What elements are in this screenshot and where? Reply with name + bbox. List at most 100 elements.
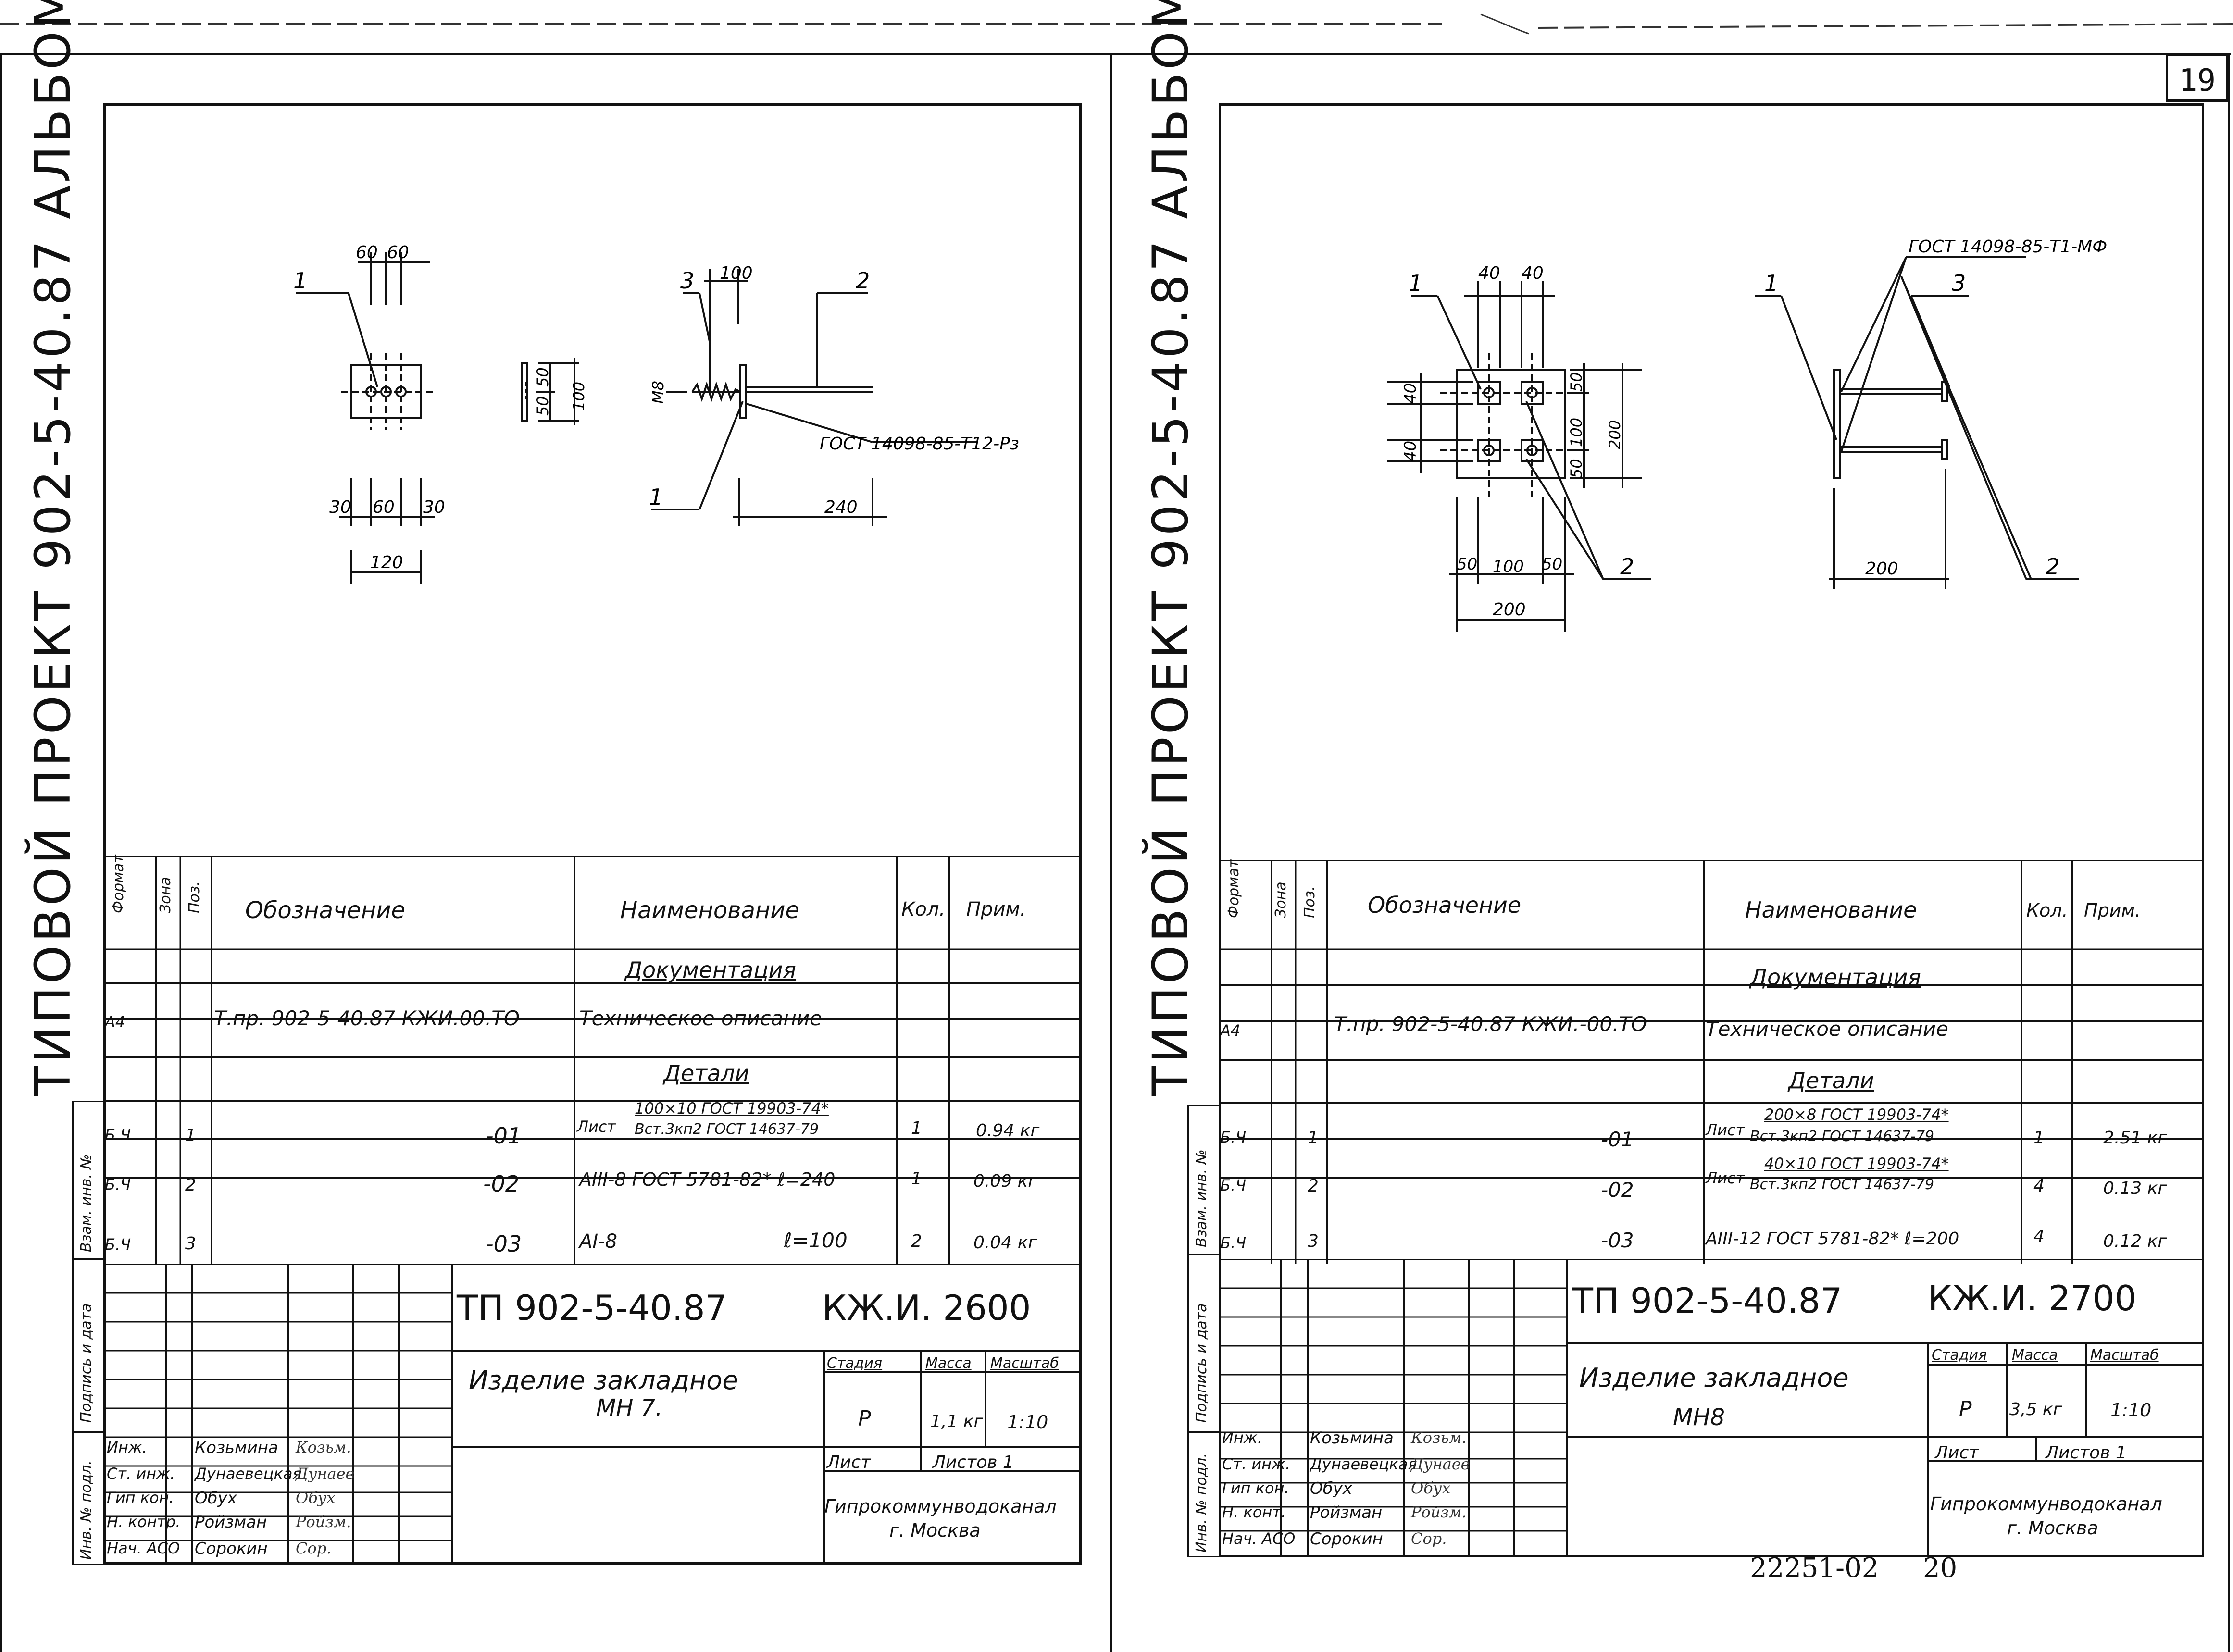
right-r1-format: Б.Ч [1220, 1128, 1247, 1146]
right-dim-200b: 200 [1493, 600, 1526, 620]
left-sig-2: Обух [296, 1489, 336, 1507]
left-tb-sheets: Листов 1 [933, 1453, 1014, 1472]
right-tb-title1: Изделие закладное [1579, 1363, 1849, 1393]
right-sig-0: Козьм. [1411, 1428, 1467, 1447]
right-dim-200a: 200 [1606, 420, 1624, 449]
right-outer-edge [2228, 53, 2230, 1652]
right-doc-name: Техническое описание [1706, 1017, 1948, 1041]
right-r3-note: 0.12 кг [2103, 1231, 2167, 1251]
right-tb-sheet: Лист [1935, 1443, 1979, 1463]
left-r2-pos: 2 [185, 1175, 196, 1195]
left-r2-name: АIII-8 ГОСТ 5781-82* ℓ=240 [579, 1169, 836, 1190]
top-fold-line [0, 13, 2233, 35]
left-callout-3: 3 [680, 268, 694, 294]
right-callout-1a: 1 [1409, 270, 1422, 296]
left-r3-name: АI-8 [579, 1230, 618, 1253]
right-r2-pos: 2 [1308, 1176, 1319, 1196]
left-h-zone: Зона [157, 877, 174, 913]
right-r2-name-bottom: Вст.3кп2 ГОСТ 14637-79 [1750, 1176, 1934, 1193]
left-side-label-1: Подпись и дата [78, 1303, 95, 1423]
right-sig-2: Обух [1411, 1479, 1451, 1497]
left-h-pos: Поз. [186, 881, 203, 913]
left-tb-code: КЖ.И. 2600 [822, 1288, 1031, 1328]
left-outer-line [0, 53, 2, 1652]
left-dim-30a: 30 [329, 497, 351, 517]
right-name-4: Сорокин [1310, 1529, 1383, 1549]
right-r2-designation: -02 [1601, 1178, 1634, 1202]
left-name-0: Козьмина [195, 1438, 278, 1457]
right-r3-pos: 3 [1308, 1231, 1319, 1251]
right-r1-name-bottom: Вст.3кп2 ГОСТ 14637-79 [1750, 1128, 1934, 1145]
left-doc-name: Техническое описание [579, 1006, 822, 1030]
right-dim-50c: 50 [1457, 555, 1477, 574]
right-r1-name-top: 200×8 ГОСТ 19903-74* [1764, 1105, 1949, 1124]
right-sig-4: Сор. [1411, 1529, 1447, 1548]
left-r1-name-top: 100×10 ГОСТ 19903-74* [635, 1099, 829, 1118]
left-sig-0: Козьм. [296, 1438, 351, 1456]
left-dim-120: 120 [370, 553, 403, 572]
page-number-box: 19 [2166, 54, 2228, 102]
left-gost-note: ГОСТ 14098-85-Т12-Рз [820, 434, 1019, 454]
left-name-3: Ройзман [195, 1513, 267, 1532]
left-sig-3: Ройзм. [296, 1513, 351, 1531]
left-spec-table [103, 856, 1082, 1264]
right-tb-scale: 1:10 [2110, 1400, 2152, 1421]
left-callout-2: 2 [856, 268, 870, 294]
left-h-note: Прим. [966, 898, 1026, 920]
left-r2-designation: -02 [483, 1171, 520, 1197]
left-role-2: Гип кон. [107, 1489, 174, 1507]
left-drawing: 1 1 2 3 60 60 30 60 30 120 240 100 ГОСТ … [293, 243, 1019, 584]
right-role-3: Н. конт. [1222, 1503, 1286, 1521]
left-r3-format: Б.Ч [105, 1235, 131, 1254]
left-role-1: Ст. инж. [107, 1465, 175, 1483]
left-role-3: Н. контр. [107, 1513, 181, 1531]
right-callout-2b: 2 [2046, 554, 2059, 580]
right-tb-mass: 3,5 кг [2009, 1400, 2062, 1419]
left-h-designation: Обозначение [245, 897, 406, 924]
right-tb-project: ТП 902-5-40.87 [1572, 1280, 1843, 1321]
left-r3-designation: -03 [486, 1231, 522, 1257]
right-r1-designation: -01 [1601, 1128, 1634, 1151]
right-dim-40c: 40 [1401, 383, 1420, 404]
right-tb-sheets: Листов 1 [2046, 1443, 2127, 1463]
left-tb-org1: Гипрокоммунводоканал [824, 1496, 1057, 1517]
right-tb-code: КЖ.И. 2700 [1928, 1278, 2137, 1318]
right-dim-50a: 50 [1567, 372, 1585, 392]
left-h-format: Формат [110, 855, 127, 913]
right-doc-designation: Т.пр. 902-5-40.87 КЖИ.-00.ТО [1334, 1012, 1647, 1036]
bottom-stamp: 22251-02 [1750, 1553, 1879, 1584]
left-r1-note: 0.94 кг [976, 1121, 1040, 1141]
left-tb-sheet: Лист [827, 1453, 871, 1472]
left-dim-50a: 50 [534, 367, 552, 387]
left-frame [103, 103, 1082, 1565]
right-doc-format: А4 [1220, 1021, 1241, 1040]
left-r3-name-right: ℓ=100 [784, 1229, 848, 1252]
left-h-name: Наименование [620, 897, 800, 924]
right-callout-2a: 2 [1620, 554, 1634, 580]
right-outer-top [1110, 53, 2231, 55]
left-section-doc: Документация [625, 957, 797, 983]
left-r2-format: Б.Ч [105, 1175, 131, 1193]
right-r1-prefix: Лист [1706, 1121, 1745, 1139]
left-dim-100-top: 100 [720, 263, 753, 283]
right-name-2: Обух [1310, 1479, 1352, 1498]
right-callout-3: 3 [1952, 270, 1966, 296]
right-tb-org2: г. Москва [2007, 1517, 2098, 1539]
right-callout-1b: 1 [1764, 270, 1778, 296]
right-side-label-2: Инв. № подл. [1193, 1453, 1210, 1553]
right-side-label-1: Подпись и дата [1193, 1303, 1210, 1423]
right-tb-title2: МН8 [1673, 1404, 1725, 1431]
left-section-details: Детали [663, 1060, 749, 1086]
right-h-pos: Поз. [1301, 886, 1318, 918]
left-side-title: ТИПОВОЙ ПРОЕКТ 902-5-40.87 АЛЬБОМ II [25, 0, 82, 1096]
left-side-label-0: Взам. инв. № [78, 1154, 95, 1252]
right-name-1: Дунаевецкая [1310, 1455, 1417, 1473]
left-role-4: Нач. АСО [107, 1539, 180, 1557]
right-r2-note: 0.13 кг [2103, 1179, 2167, 1198]
right-r2-format: Б.Ч [1220, 1176, 1247, 1194]
left-tb-org2: г. Москва [889, 1520, 981, 1541]
left-doc-designation: Т.пр. 902-5-40.87 КЖИ.00.ТО [214, 1006, 520, 1030]
left-r2-note: 0.09 кг [973, 1171, 1037, 1191]
right-sig-3: Ройзм. [1411, 1503, 1467, 1521]
right-frame [1219, 103, 2204, 1557]
